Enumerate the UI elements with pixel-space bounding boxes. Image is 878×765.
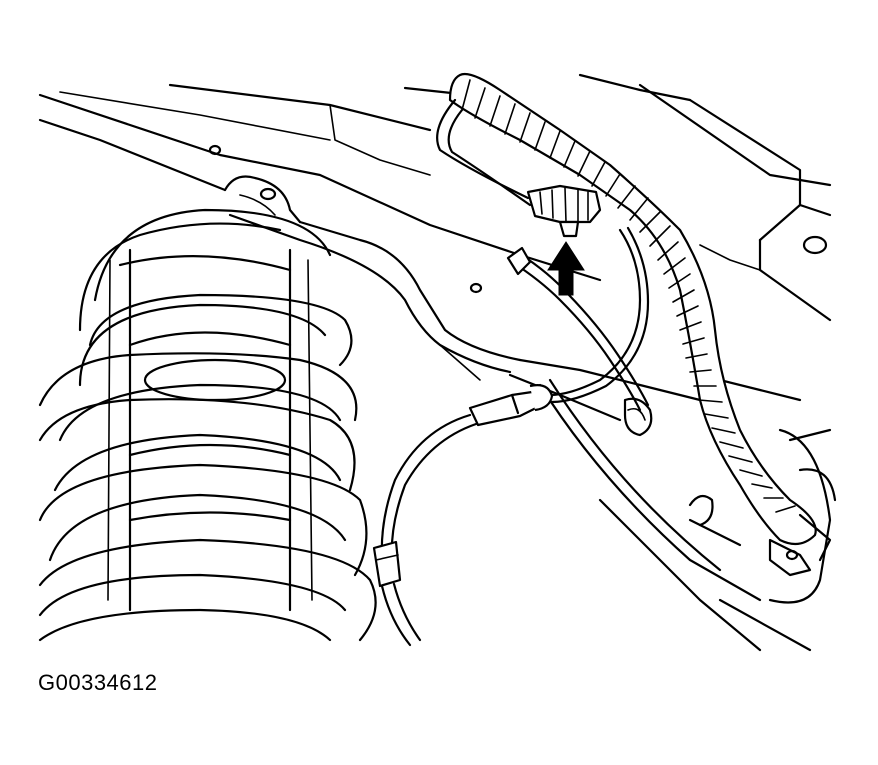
corrugated-wiring-harness	[448, 72, 832, 577]
wheel-house-panel	[38, 73, 837, 652]
sensor-wire	[372, 226, 650, 647]
figure-id-label: G00334612	[38, 670, 158, 695]
coil-spring	[38, 208, 377, 642]
sensor-connector	[436, 98, 602, 238]
arrow-up-icon	[547, 241, 585, 296]
